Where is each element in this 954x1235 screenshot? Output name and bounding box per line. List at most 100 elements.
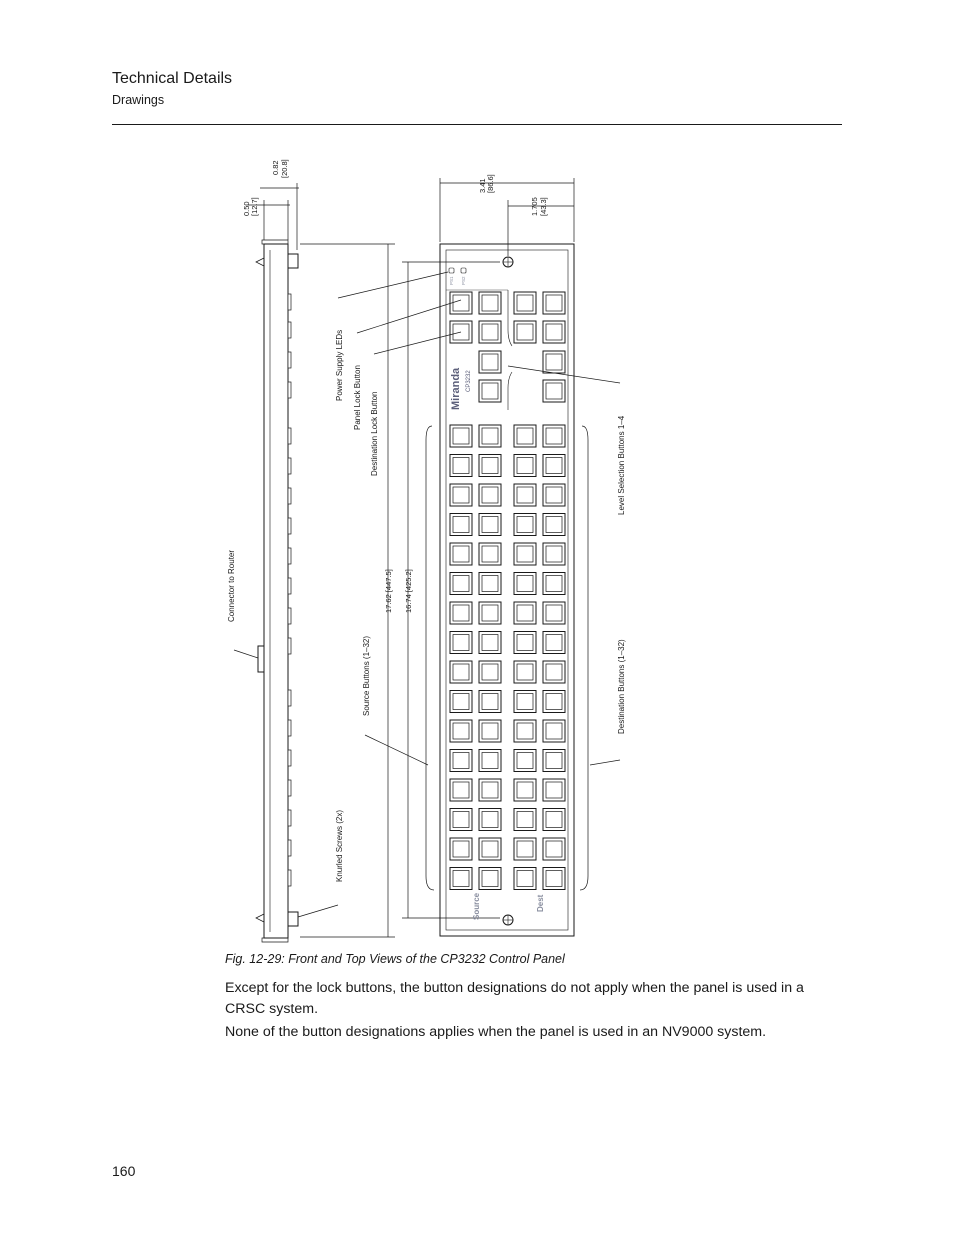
side-tab: [287, 487, 292, 505]
side-tab: [287, 719, 292, 737]
destination-button: [513, 808, 537, 831]
source-button: [478, 808, 502, 831]
source-button: [449, 513, 473, 536]
led-ps1: [448, 267, 455, 274]
source-button: [478, 542, 502, 566]
source-button: [478, 631, 502, 654]
side-tab: [287, 321, 292, 339]
destination-button: [542, 601, 566, 625]
destination-button: [513, 483, 537, 507]
body-paragraph-2: None of the button designations applies …: [225, 1024, 767, 1040]
control-button: [478, 350, 502, 374]
source-button: [449, 719, 473, 743]
destination-button: [542, 572, 566, 595]
destination-button: [513, 572, 537, 595]
dim-1705-mm: [43.3]: [539, 197, 548, 216]
source-button: [449, 631, 473, 654]
side-tab: [287, 381, 292, 399]
level-button: [513, 291, 537, 315]
source-button: [449, 778, 473, 802]
panel-lock-button: [449, 291, 473, 315]
destination-button: [513, 542, 537, 566]
side-tab: [287, 779, 292, 797]
dim-341-mm: [86.6]: [486, 174, 495, 193]
side-tab: [287, 547, 292, 565]
cp3232-drawing: 0.50 [12.7] 0.82 [20.8] 3.41 [86.6] 1.70…: [227, 159, 626, 943]
source-button: [478, 749, 502, 772]
dimension-lines: [233, 178, 621, 938]
source-button: [478, 513, 502, 536]
destination-button: [513, 719, 537, 743]
source-button: [449, 601, 473, 625]
control-button: [478, 291, 502, 315]
destination-button: [513, 867, 537, 890]
source-button: [478, 483, 502, 507]
led-ps2: [460, 267, 467, 274]
source-button: [449, 454, 473, 477]
dim-050-mm: [12.7]: [250, 197, 259, 216]
destination-button: [542, 778, 566, 802]
destination-button: [542, 837, 566, 861]
source-button: [449, 837, 473, 861]
side-view: [255, 239, 299, 943]
source-button: [449, 867, 473, 890]
source-button: [478, 601, 502, 625]
callout-level-buttons: Level Selection Buttons 1–4: [617, 415, 626, 515]
destination-button: [542, 454, 566, 477]
source-button: [449, 690, 473, 713]
side-tab: [287, 839, 292, 857]
callout-screws: Knurled Screws (2x): [335, 810, 344, 882]
destination-button: [542, 513, 566, 536]
side-tab: [287, 869, 292, 887]
side-tab: [287, 809, 292, 827]
ps1-label: PS1: [449, 276, 454, 285]
destination-button: [513, 601, 537, 625]
source-label: Source: [472, 892, 481, 920]
source-button: [478, 454, 502, 477]
source-button: [478, 719, 502, 743]
destination-button: [513, 778, 537, 802]
destination-button: [513, 513, 537, 536]
callout-connector: Connector to Router: [227, 550, 236, 622]
destination-button: [513, 660, 537, 684]
dim-050: 0.50: [242, 201, 251, 216]
callout-source-buttons: Source Buttons (1–32): [362, 636, 371, 716]
destination-button: [513, 424, 537, 448]
side-tab: [287, 427, 292, 445]
source-button: [478, 424, 502, 448]
destination-button: [542, 542, 566, 566]
source-button: [478, 778, 502, 802]
control-button: [478, 320, 502, 344]
screw-bottom: [502, 914, 514, 926]
figure-caption: Fig. 12-29: Front and Top Views of the C…: [225, 952, 565, 966]
section-title: Technical Details: [112, 70, 233, 87]
front-panel: [425, 243, 589, 937]
screw-top: [502, 256, 514, 268]
section-subtitle: Drawings: [112, 93, 165, 107]
destination-button: [542, 808, 566, 831]
side-tab: [287, 293, 292, 311]
body-paragraph-1: Except for the lock buttons, the button …: [225, 980, 804, 1017]
dim-1705: 1.705: [530, 197, 539, 216]
destination-button: [542, 690, 566, 713]
dest-label: Dest: [536, 894, 545, 912]
side-tab: [287, 689, 292, 707]
destination-button: [542, 660, 566, 684]
source-button: [449, 572, 473, 595]
source-button: [449, 808, 473, 831]
destination-button: [542, 483, 566, 507]
header-rule: [112, 124, 842, 125]
destination-button: [542, 749, 566, 772]
destination-button: [542, 867, 566, 890]
page-number: 160: [112, 1163, 136, 1179]
brand-logo: Miranda: [450, 367, 462, 410]
destination-button: [542, 719, 566, 743]
destination-button: [513, 749, 537, 772]
source-button: [478, 867, 502, 890]
source-button: [478, 572, 502, 595]
destination-button: [513, 690, 537, 713]
callout-leds: Power Supply LEDs: [335, 330, 344, 401]
side-tab: [287, 351, 292, 369]
level-button: [542, 291, 566, 315]
side-tab: [287, 577, 292, 595]
